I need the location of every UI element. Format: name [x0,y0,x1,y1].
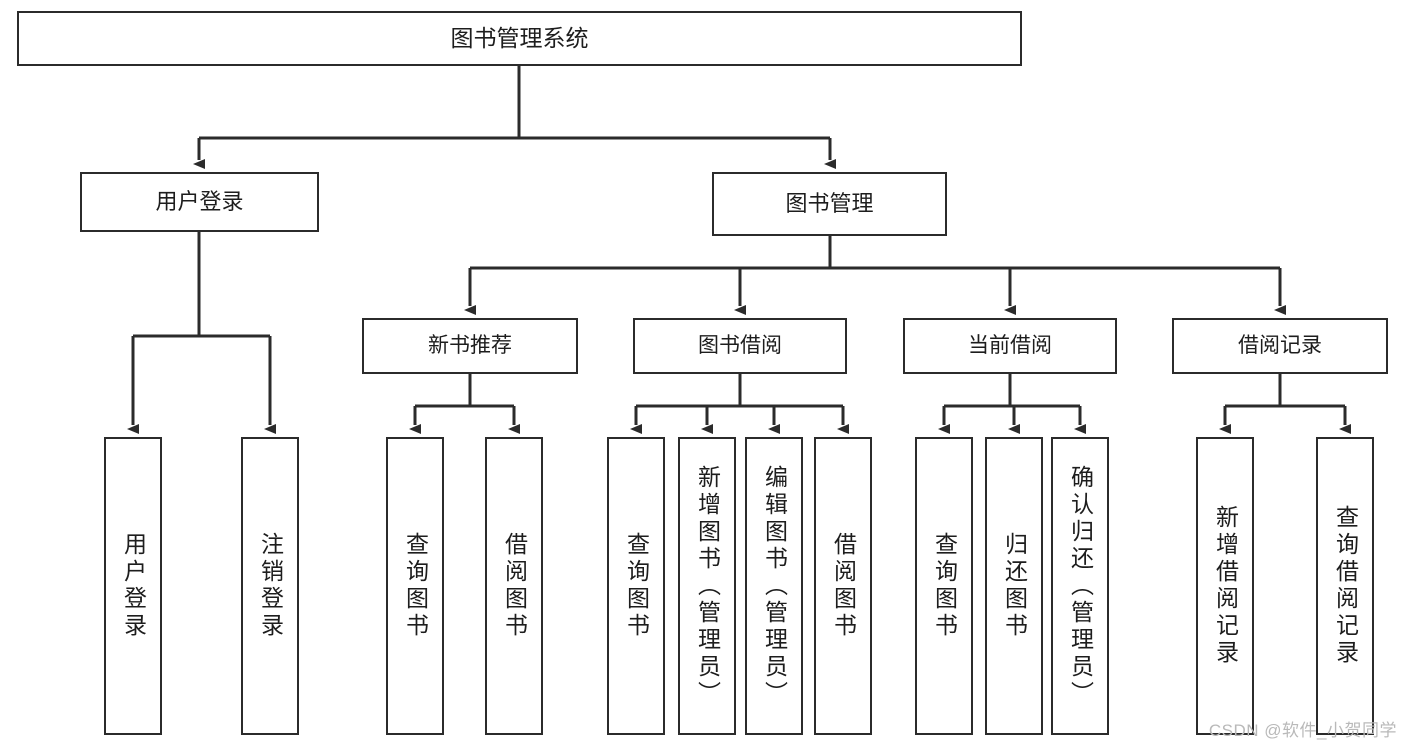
leaf-query-borrow-record[interactable]: 查询借阅记录 [1316,437,1374,735]
node-label: 查询图书 [402,532,429,640]
leaf-user-login[interactable]: 用户登录 [104,437,162,735]
leaf-borrow-book[interactable]: 借阅图书 [814,437,872,735]
leaf-confirm-return-admin[interactable]: 确认归还（管理员） [1051,437,1109,735]
node-label: 新增借阅记录 [1212,505,1239,667]
node-user-login[interactable]: 用户登录 [80,172,319,232]
node-label: 查询图书 [623,532,650,640]
leaf-return-book[interactable]: 归还图书 [985,437,1043,735]
node-label: 新书推荐 [428,333,512,357]
node-label: 查询图书 [931,532,958,640]
edge-group-current-borrow [938,374,1086,434]
node-label: 借阅图书 [501,532,528,640]
watermark: CSDN @软件_小贺同学 [1208,721,1397,740]
node-label: 查询借阅记录 [1332,505,1359,667]
edge-group-root [193,66,836,169]
node-book-management[interactable]: 图书管理 [712,172,947,236]
node-label: 用户登录 [155,189,244,215]
node-label: 归还图书 [1001,532,1028,640]
node-label: 注销登录 [257,532,284,640]
node-label: 借阅图书 [830,532,857,640]
edge-group-new-book-recommend [409,374,520,434]
edge-group-book-management [464,236,1286,315]
leaf-edit-book-admin[interactable]: 编辑图书（管理员） [745,437,803,735]
node-label: 当前借阅 [968,333,1052,357]
node-new-book-recommend[interactable]: 新书推荐 [362,318,578,374]
node-label: 编辑图书（管理员） [761,464,788,708]
edge-group-user-login [127,232,276,434]
node-label: 借阅记录 [1238,333,1322,357]
node-label: 确认归还（管理员） [1067,464,1094,708]
node-current-borrow[interactable]: 当前借阅 [903,318,1117,374]
edge-group-borrow-record [1219,374,1351,434]
node-label: 新增图书（管理员） [694,464,721,708]
edge-group-book-borrow [630,374,849,434]
node-label: 图书管理系统 [450,25,589,52]
node-borrow-record[interactable]: 借阅记录 [1172,318,1388,374]
leaf-query-book-borrow[interactable]: 查询图书 [607,437,665,735]
leaf-query-book-current[interactable]: 查询图书 [915,437,973,735]
leaf-query-book-recommend[interactable]: 查询图书 [386,437,444,735]
node-root-book-management-system[interactable]: 图书管理系统 [17,11,1022,66]
node-label: 用户登录 [120,532,147,640]
leaf-logout-login[interactable]: 注销登录 [241,437,299,735]
node-book-borrow[interactable]: 图书借阅 [633,318,847,374]
leaf-add-book-admin[interactable]: 新增图书（管理员） [678,437,736,735]
node-label: 图书借阅 [698,333,782,357]
node-label: 图书管理 [785,191,874,217]
leaf-add-borrow-record[interactable]: 新增借阅记录 [1196,437,1254,735]
leaf-borrow-book-recommend[interactable]: 借阅图书 [485,437,543,735]
